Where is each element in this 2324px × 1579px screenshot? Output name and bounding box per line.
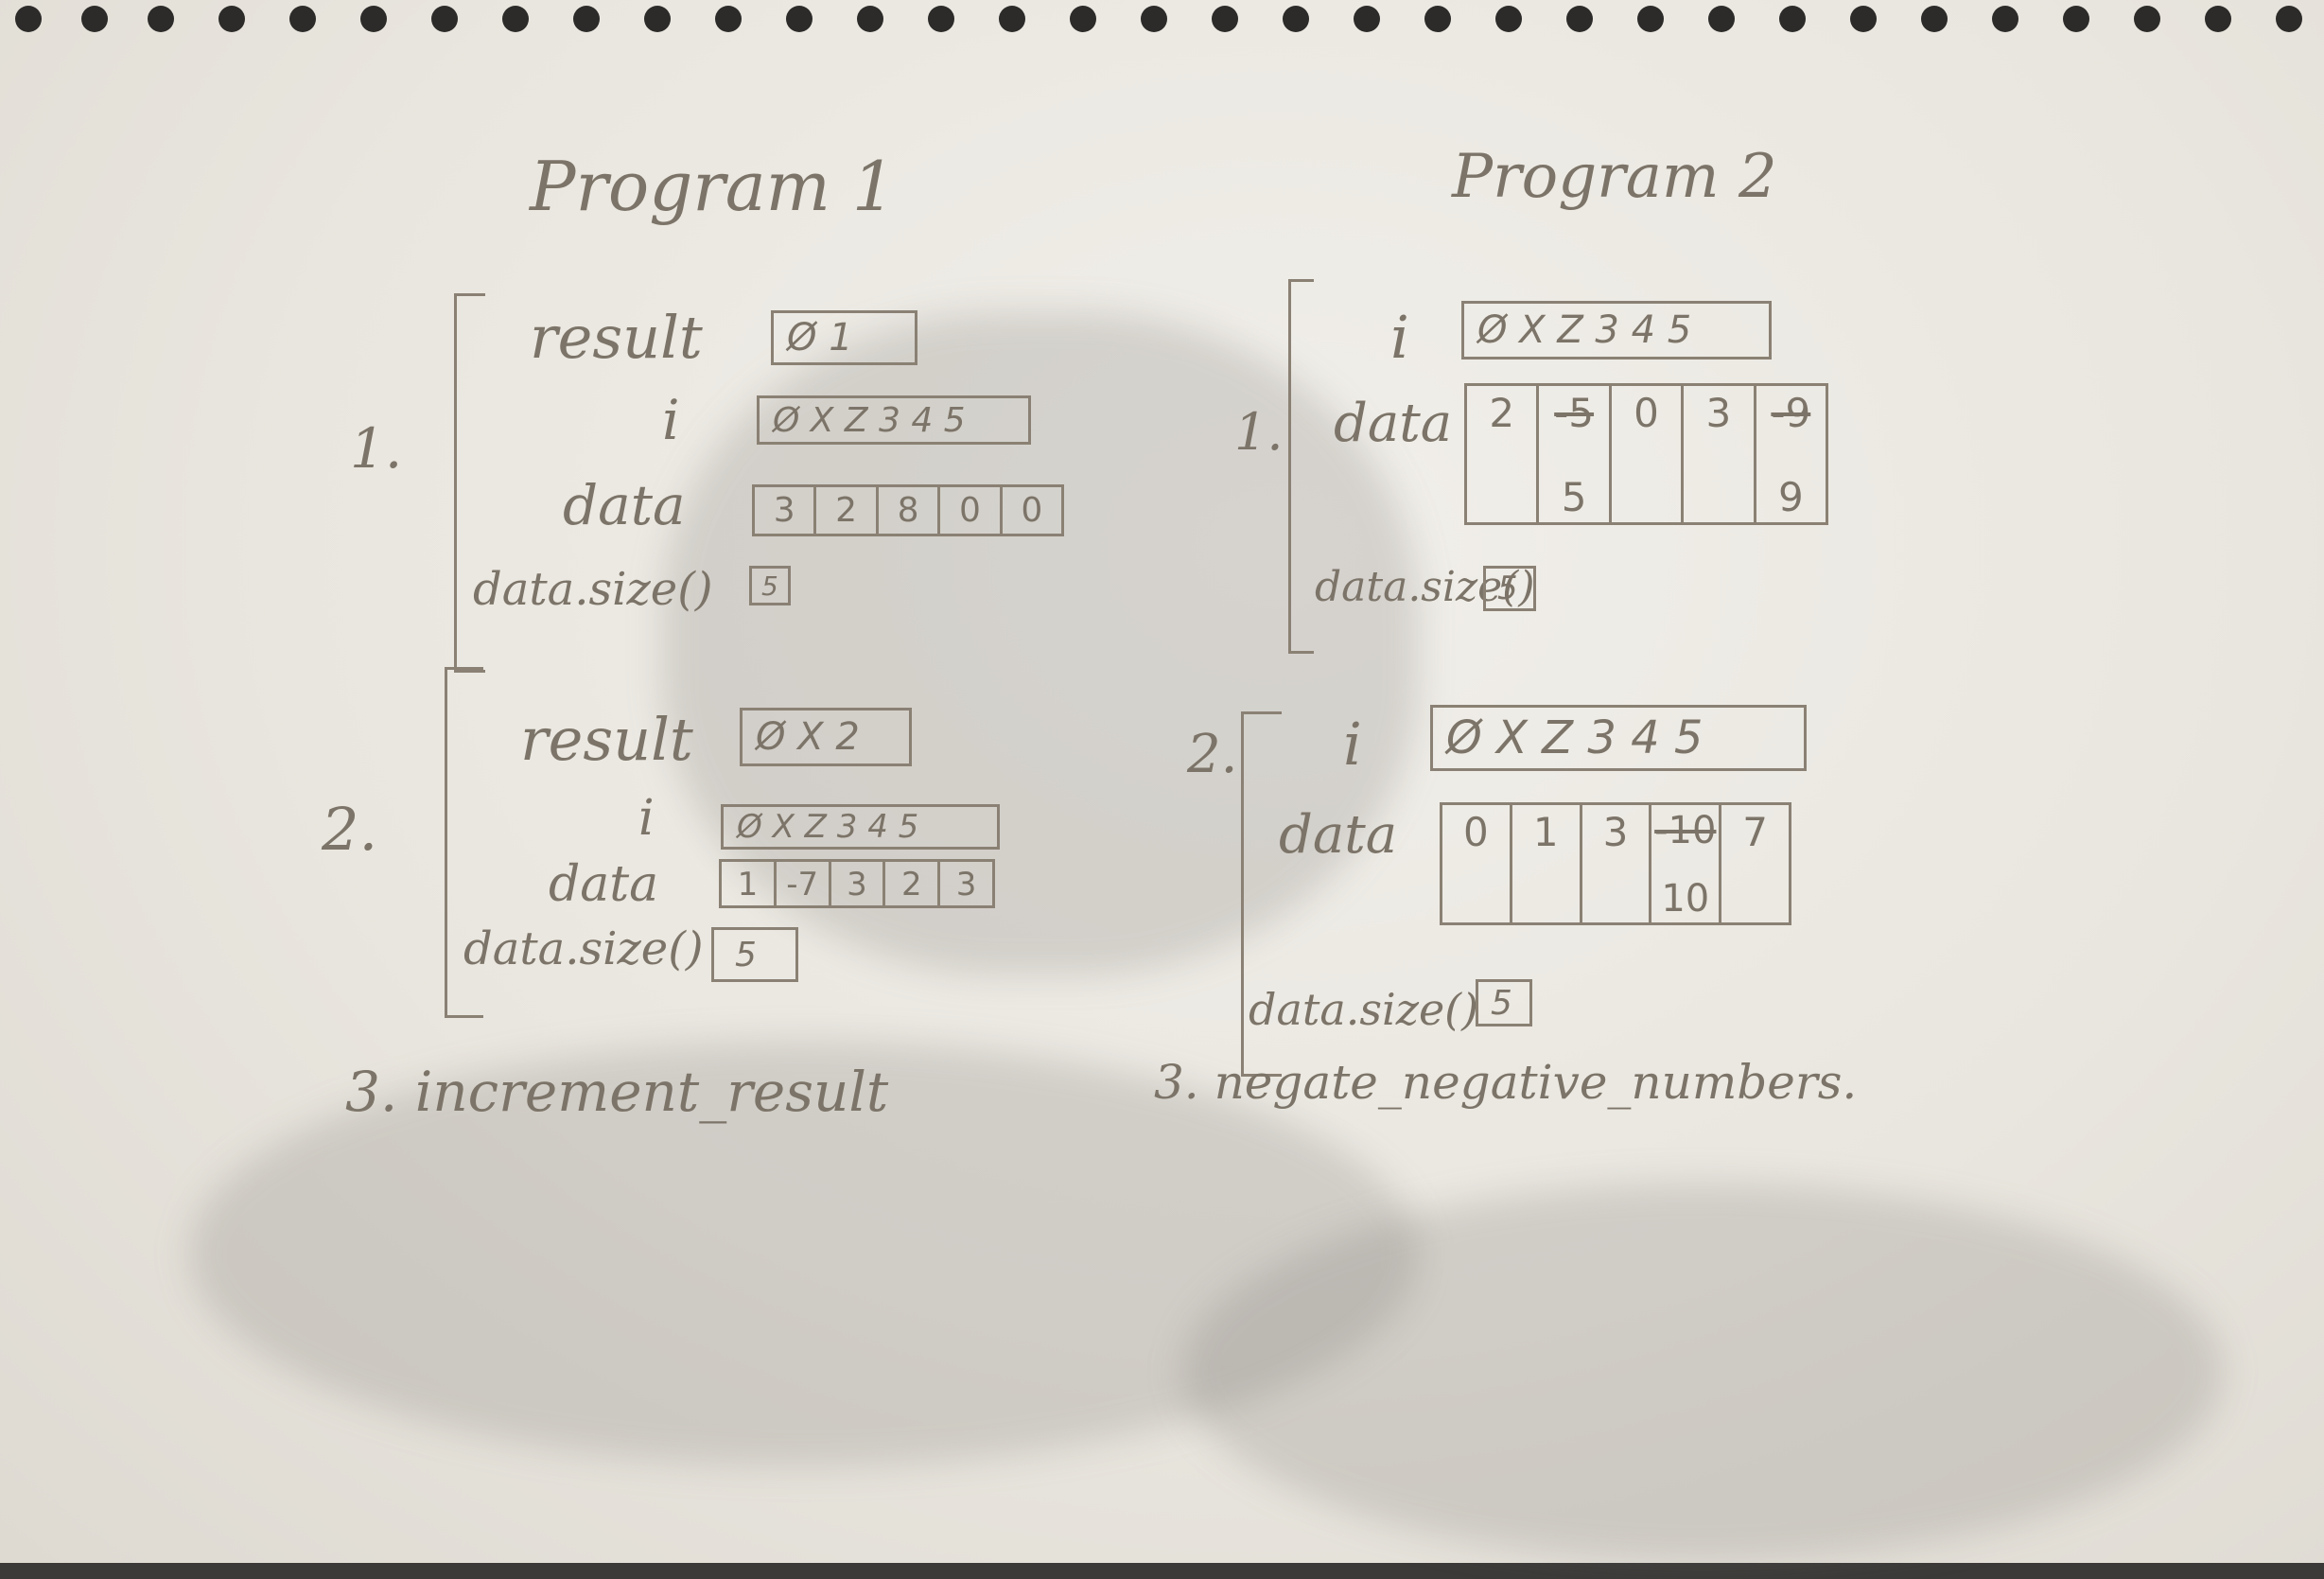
cell-top-value: 7 — [1742, 809, 1768, 855]
array-cell: 0 — [940, 487, 1003, 534]
array-cell: 2 — [1467, 386, 1540, 522]
program1-step2-size-label: data.size() — [463, 922, 704, 975]
program1-step2-result-box: Ø X 2 — [740, 708, 912, 766]
program1-step1-size-box: 5 — [749, 566, 791, 605]
cell-top-value: 1 — [1532, 809, 1559, 855]
program2-step2-size-box: 5 — [1476, 979, 1532, 1026]
array-cell: 2 — [816, 487, 879, 534]
program2-step2-bracket — [1241, 711, 1282, 1077]
hand-shadow — [189, 1041, 1419, 1466]
cell-top-value: -5 — [1554, 390, 1595, 436]
array-cell: -7 — [777, 862, 831, 905]
array-cell: 3 — [755, 487, 817, 534]
array-cell: 8 — [879, 487, 941, 534]
cell-bottom-value: 5 — [1561, 474, 1587, 520]
array-cell: -9 9 — [1756, 386, 1826, 522]
program1-step2-bracket — [445, 667, 483, 1018]
program1-step1-data-label: data — [563, 473, 686, 537]
program1-step1-i-box: Ø X Z 3 4 5 — [757, 395, 1031, 445]
program2-step2-size-label: data.size() — [1249, 984, 1479, 1035]
cell-bottom-value: 9 — [1777, 474, 1804, 520]
program2-step2-i-label: i — [1343, 710, 1362, 779]
spiral-binding — [15, 6, 2302, 32]
array-cell: 7 — [1721, 805, 1789, 922]
program2-step2-data-label: data — [1279, 804, 1398, 866]
program2-step1-bracket — [1288, 279, 1314, 654]
program1-step1-bracket — [454, 293, 485, 673]
program1-step1-i-label: i — [662, 388, 680, 452]
cell-top-value: 3 — [1602, 809, 1629, 855]
array-cell: -5 5 — [1539, 386, 1612, 522]
program1-step2-label: 2. — [322, 795, 378, 864]
cell-top-value: -9 — [1771, 390, 1811, 436]
array-cell: 1 — [1512, 805, 1582, 922]
program1-title: Program 1 — [530, 147, 896, 226]
cell-top-value: 0 — [1634, 390, 1659, 436]
program1-step1-size-label: data.size() — [473, 563, 713, 616]
program1-step2-i-box: Ø X Z 3 4 5 — [721, 804, 1000, 850]
program2-title: Program 2 — [1452, 142, 1777, 212]
program2-step2-i-box: Ø X Z 3 4 5 — [1430, 705, 1807, 771]
program1-step1-label: 1. — [350, 416, 403, 481]
program2-step2-label: 2. — [1187, 724, 1238, 785]
program2-step1-data-label: data — [1334, 393, 1453, 454]
program2-step1-i-label: i — [1390, 303, 1409, 372]
array-cell: 3 — [1582, 805, 1652, 922]
hand-shadow — [662, 312, 1419, 974]
program1-step2-data-label: data — [549, 856, 659, 913]
array-cell: 0 — [1442, 805, 1512, 922]
program2-step1-size-label: data.size() — [1315, 563, 1535, 611]
program1-step2-result-label: result — [520, 705, 693, 774]
cell-top-value: 2 — [1489, 390, 1515, 436]
cell-top-value: 3 — [1705, 390, 1732, 436]
program1-step3: 3. increment_result — [345, 1060, 889, 1124]
program2-step1-i-box: Ø X Z 3 4 5 — [1461, 301, 1772, 360]
hand-shadow — [1182, 1183, 2223, 1561]
cell-top-value: 0 — [1463, 809, 1489, 855]
program1-step2-i-label: i — [638, 790, 655, 847]
array-cell: 3 — [831, 862, 886, 905]
array-cell: 0 — [1021, 491, 1043, 530]
cell-bottom-value: 10 — [1661, 877, 1710, 921]
array-cell: -10 10 — [1651, 805, 1722, 922]
array-cell: 0 — [1612, 386, 1685, 522]
program2-step1-size-box: 5 — [1483, 566, 1536, 611]
program2-step1-data-array: 2 -5 5 0 3 -9 9 — [1464, 383, 1828, 525]
program2-step2-data-array: 0 1 3 -10 10 7 — [1440, 802, 1791, 925]
array-cell: 2 — [885, 862, 941, 905]
program1-step2-data-array: 1 -7 3 2 3 — [719, 859, 995, 908]
program1-step2-size-box: 5 — [711, 927, 798, 982]
program2-step1-label: 1. — [1234, 402, 1284, 462]
array-cell: 1 — [722, 862, 777, 905]
array-cell: 3 — [955, 866, 977, 904]
array-cell: 3 — [1684, 386, 1756, 522]
program1-step1-result-box: Ø 1 — [771, 310, 917, 365]
cell-top-value: -10 — [1654, 809, 1717, 852]
program2-step3: 3. negate_negative_numbers. — [1154, 1055, 1858, 1110]
program1-step1-result-label: result — [530, 303, 703, 372]
program1-step1-data-array: 3 2 8 0 0 — [752, 484, 1064, 536]
